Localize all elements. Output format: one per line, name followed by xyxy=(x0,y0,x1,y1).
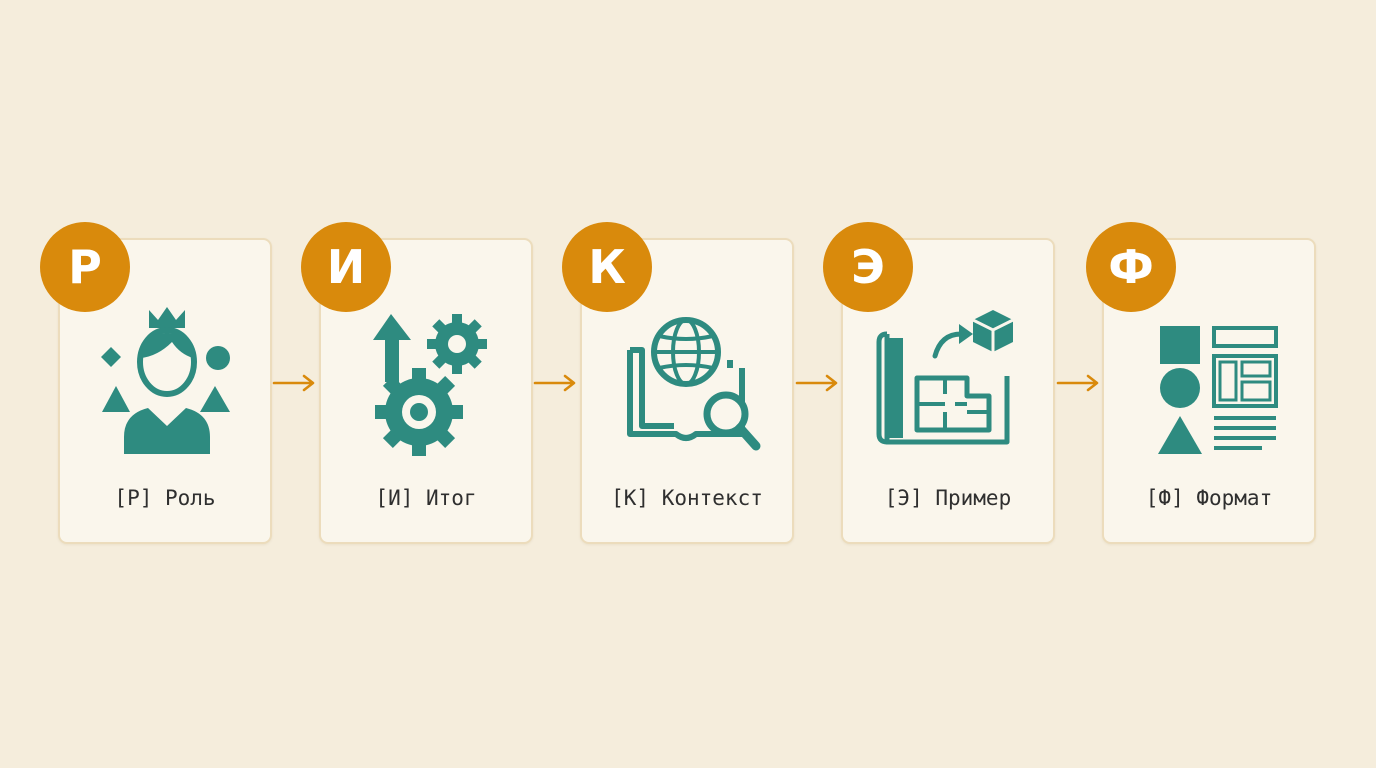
step-label-result: [И] Итог xyxy=(375,486,477,510)
step-badge-role: Р xyxy=(40,222,130,312)
step-badge-example: Э xyxy=(823,222,913,312)
step-label-context: [К] Контекст xyxy=(611,486,763,510)
step-card-format: [Ф] Формат xyxy=(1102,238,1316,544)
arrow-right-icon xyxy=(272,371,318,395)
step-label-example: [Э] Пример xyxy=(884,486,1012,510)
blueprint-cube-icon xyxy=(875,304,1025,464)
step-badge-format: Ф xyxy=(1086,222,1176,312)
step-label-role: [Р] Роль xyxy=(114,486,216,510)
shapes-layout-icon xyxy=(1136,304,1286,464)
arrow-right-icon xyxy=(795,371,841,395)
step-label-format: [Ф] Формат xyxy=(1145,486,1273,510)
gears-arrow-icon xyxy=(353,304,503,464)
arrow-right-icon xyxy=(1056,371,1102,395)
step-card-role: [Р] Роль xyxy=(58,238,272,544)
arrow-right-icon xyxy=(533,371,579,395)
globe-book-magnifier-icon xyxy=(614,304,764,464)
step-badge-result: И xyxy=(301,222,391,312)
step-badge-context: К xyxy=(562,222,652,312)
crowned-person-icon xyxy=(92,304,242,464)
